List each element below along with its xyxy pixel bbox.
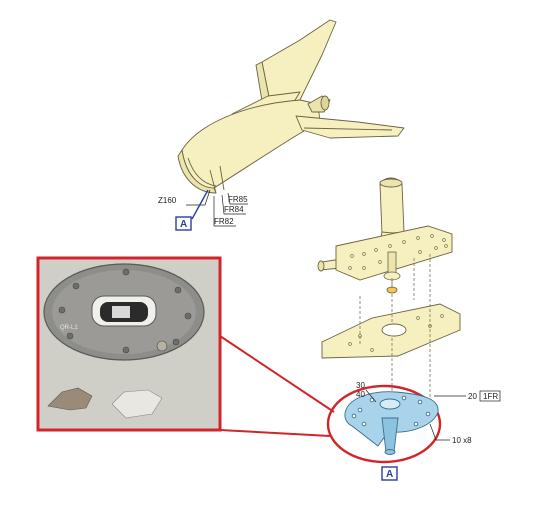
label-fr82: FR82 (214, 217, 234, 226)
label-item-30: 30 (356, 381, 365, 390)
fitting-part (344, 391, 439, 455)
label-fr85: FR85 (228, 195, 248, 204)
station-leaders (186, 189, 248, 227)
aircraft-tail-illustration (177, 19, 405, 194)
label-z160: Z160 (158, 196, 177, 205)
label-ref-1fr: 1FR (483, 392, 498, 401)
highlight-circle (326, 384, 442, 464)
label-item-40: 40 (356, 390, 365, 399)
ref-1fr-box (479, 390, 501, 402)
alignment-lines (359, 254, 431, 424)
label-item-10x8: 10 x8 (452, 436, 472, 445)
part-leaders (365, 389, 466, 441)
damage-photo (36, 256, 222, 432)
photo-marking-text: QR-L1 (60, 325, 78, 331)
view-a-label-top: A (180, 219, 187, 230)
gasket-panel (321, 303, 461, 359)
label-fr84: FR84 (224, 205, 244, 214)
spindle-fitting (383, 251, 401, 294)
label-item-20: 20 (468, 392, 477, 401)
photo-connector (219, 335, 335, 437)
view-a-box-bottom (381, 466, 398, 481)
view-a-label-bottom: A (386, 469, 393, 480)
view-a-box-top (175, 216, 192, 231)
